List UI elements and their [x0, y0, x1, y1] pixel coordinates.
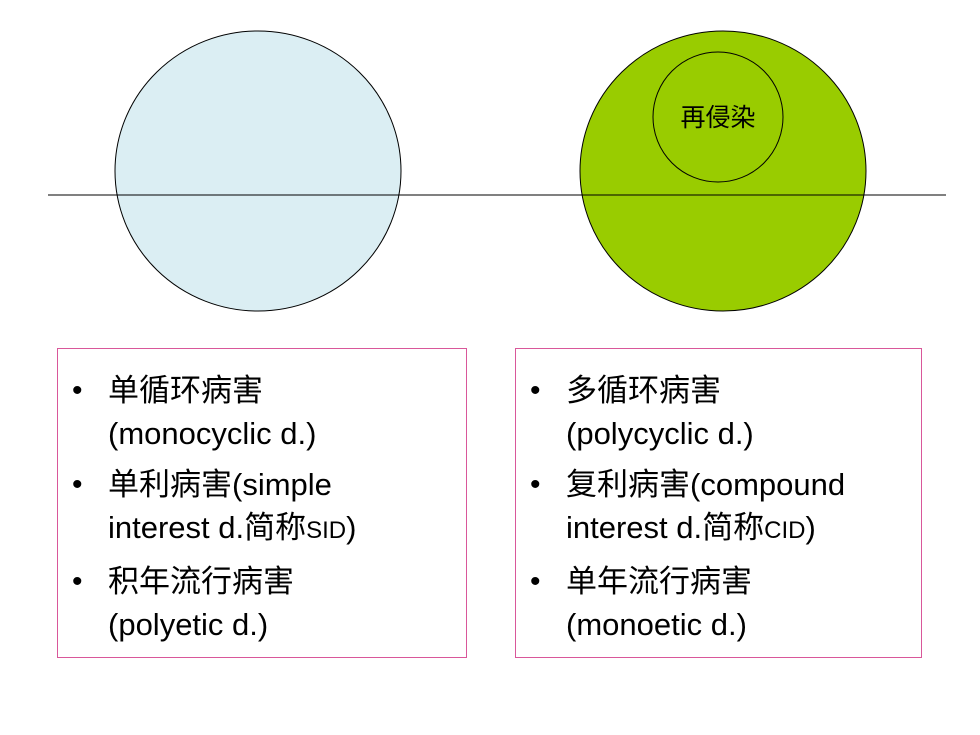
bullet-icon: • [530, 374, 541, 407]
list-item: • 复利病害(compound interest d.简称CID) [516, 463, 921, 552]
item-line-1: 单循环病害 [108, 373, 263, 408]
monocyclic-text-box: • 单循环病害 (monocyclic d.) • 单利病害(simple in… [57, 348, 467, 658]
item-line-2-main: interest d.简称 [108, 510, 307, 545]
polycyclic-text-box: • 多循环病害 (polycyclic d.) • 复利病害(compound … [515, 348, 922, 658]
item-line-2: (polycyclic d.) [566, 416, 754, 451]
item-line-1: 多循环病害 [566, 373, 721, 408]
item-line-2-end: ) [805, 510, 816, 545]
item-line-1: 单利病害(simple [108, 467, 332, 502]
bullet-icon: • [72, 374, 83, 407]
list-item: • 多循环病害 (polycyclic d.) [516, 369, 921, 455]
item-line-2: (monocyclic d.) [108, 416, 317, 451]
item-line-2-main: interest d.简称 [566, 510, 765, 545]
list-item: • 单年流行病害 (monoetic d.) [516, 560, 921, 646]
bullet-icon: • [72, 468, 83, 501]
reinfection-label: 再侵染 [680, 103, 755, 132]
item-line-1: 复利病害(compound [566, 467, 846, 502]
item-line-2: interest d.简称SID) [108, 506, 466, 552]
epidemic-diagram: 再侵染 [48, 30, 946, 312]
item-line-1: 积年流行病害 [108, 564, 294, 599]
item-line-2-abbr: CID [764, 517, 806, 544]
list-item: • 单循环病害 (monocyclic d.) [58, 369, 466, 455]
item-line-2: (monoetic d.) [566, 607, 747, 642]
bullet-icon: • [530, 468, 541, 501]
monocyclic-ellipse [114, 30, 402, 312]
item-line-2-end: ) [346, 510, 357, 545]
item-line-1: 单年流行病害 [566, 564, 752, 599]
list-item: • 单利病害(simple interest d.简称SID) [58, 463, 466, 552]
item-line-2: (polyetic d.) [108, 607, 269, 642]
item-line-2: interest d.简称CID) [566, 506, 921, 552]
monocyclic-list: • 单循环病害 (monocyclic d.) • 单利病害(simple in… [58, 349, 466, 646]
list-item: • 积年流行病害 (polyetic d.) [58, 560, 466, 646]
bullet-icon: • [530, 565, 541, 598]
bullet-icon: • [72, 565, 83, 598]
item-line-2-abbr: SID [306, 517, 347, 544]
polycyclic-list: • 多循环病害 (polycyclic d.) • 复利病害(compound … [516, 349, 921, 646]
reinfection-circle [652, 51, 784, 183]
